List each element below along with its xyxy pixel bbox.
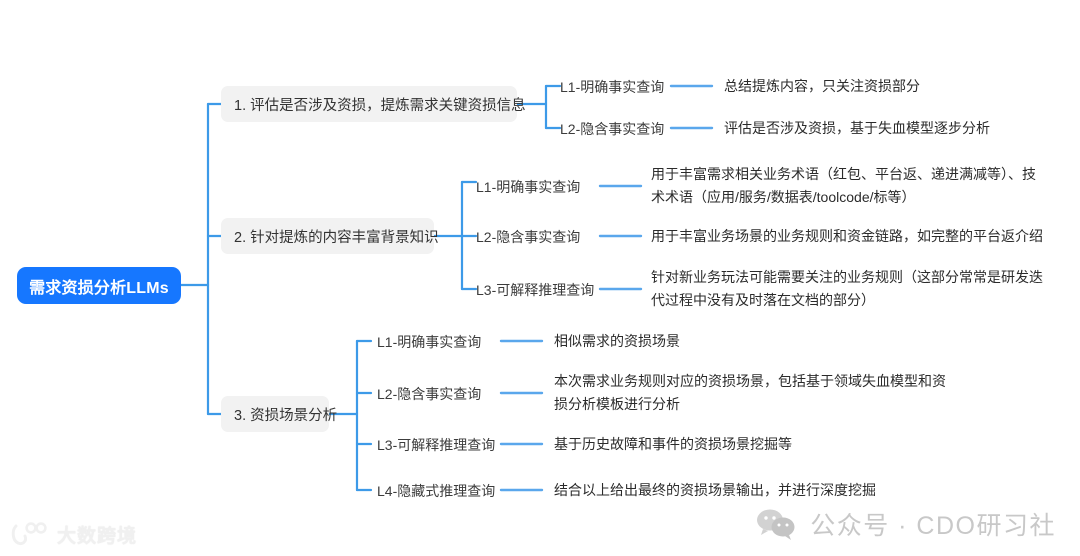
watermark-right-text: 公众号 · CDO研习社 xyxy=(810,512,1056,540)
leaf-desc-1-2: 评估是否涉及资损，基于失血模型逐步分析 xyxy=(724,117,990,140)
leaf-label-2-2[interactable]: L2-隐含事实查询 xyxy=(476,230,580,244)
branch-node-2-label: 2. 针对提炼的内容丰富背景知识 xyxy=(234,229,439,246)
leaf-desc-2-3-line-1: 针对新业务玩法可能需要关注的业务规则（这部分常常是研发迭 xyxy=(651,269,1043,285)
leaf-label-3-4-text: L4-隐藏式推理查询 xyxy=(377,483,496,499)
leaf-desc-3-1-line-1: 相似需求的资损场景 xyxy=(554,333,680,349)
leaf-label-1-1[interactable]: L1-明确事实查询 xyxy=(560,80,664,94)
branch-node-2[interactable]: 2. 针对提炼的内容丰富背景知识 xyxy=(221,218,439,254)
leaf-label-3-3-text: L3-可解释推理查询 xyxy=(377,437,496,453)
leaf-desc-2-2: 用于丰富业务场景的业务规则和资金链路，如完整的平台返介绍 xyxy=(651,225,1043,248)
leaf-desc-2-3-line-2: 代过程中没有及时落在文档的部分） xyxy=(651,292,875,308)
leaf-desc-3-1: 相似需求的资损场景 xyxy=(554,330,680,353)
leaf-label-1-1-text: L1-明确事实查询 xyxy=(560,79,665,95)
leaf-desc-2-2-line-1: 用于丰富业务场景的业务规则和资金链路，如完整的平台返介绍 xyxy=(651,228,1043,244)
branch-node-3[interactable]: 3. 资损场景分析 xyxy=(221,396,337,432)
leaf-label-3-2-text: L2-隐含事实查询 xyxy=(377,386,482,402)
leaf-desc-3-3-line-1: 基于历史故障和事件的资损场景挖掘等 xyxy=(554,436,792,452)
leaf-desc-3-4-line-1: 结合以上给出最终的资损场景输出，并进行深度挖掘 xyxy=(554,482,876,498)
leaf-label-2-1-text: L1-明确事实查询 xyxy=(476,179,581,195)
leaf-label-3-1[interactable]: L1-明确事实查询 xyxy=(377,335,481,349)
root-node-label: 需求资损分析LLMs xyxy=(29,279,169,297)
watermark-left-text: 大数跨境 xyxy=(57,525,138,547)
leaf-label-3-4[interactable]: L4-隐藏式推理查询 xyxy=(377,484,495,498)
leaf-desc-2-3: 针对新业务玩法可能需要关注的业务规则（这部分常常是研发迭 代过程中没有及时落在文… xyxy=(651,266,1043,312)
leaf-label-3-1-text: L1-明确事实查询 xyxy=(377,334,482,350)
branch-node-3-label: 3. 资损场景分析 xyxy=(234,407,338,424)
leaf-label-2-2-text: L2-隐含事实查询 xyxy=(476,229,581,245)
root-node[interactable]: 需求资损分析LLMs xyxy=(17,267,181,304)
leaf-label-1-2-text: L2-隐含事实查询 xyxy=(560,121,665,137)
leaf-label-3-3[interactable]: L3-可解释推理查询 xyxy=(377,438,495,452)
leaf-label-2-1[interactable]: L1-明确事实查询 xyxy=(476,180,580,194)
dashu-logo-icon xyxy=(11,522,47,545)
wechat-icon xyxy=(757,509,795,540)
leaf-desc-2-1: 用于丰富需求相关业务术语（红包、平台返、递进满减等）、技 术术语（应用/服务/数… xyxy=(651,163,1036,209)
watermark-right: 公众号 · CDO研习社 xyxy=(754,506,1056,542)
leaf-desc-1-1: 总结提炼内容，只关注资损部分 xyxy=(724,75,920,98)
leaf-desc-3-4: 结合以上给出最终的资损场景输出，并进行深度挖掘 xyxy=(554,479,876,502)
leaf-label-3-2[interactable]: L2-隐含事实查询 xyxy=(377,387,481,401)
leaf-desc-3-3: 基于历史故障和事件的资损场景挖掘等 xyxy=(554,433,792,456)
leaf-label-1-2[interactable]: L2-隐含事实查询 xyxy=(560,122,664,136)
leaf-desc-3-2: 本次需求业务规则对应的资损场景，包括基于领域失血模型和资 损分析模板进行分析 xyxy=(554,370,946,416)
leaf-desc-2-1-line-1: 用于丰富需求相关业务术语（红包、平台返、递进满减等）、技 xyxy=(651,166,1036,182)
leaf-label-2-3-text: L3-可解释推理查询 xyxy=(476,282,595,298)
leaf-label-2-3[interactable]: L3-可解释推理查询 xyxy=(476,283,594,297)
branch-node-1[interactable]: 1. 评估是否涉及资损，提炼需求关键资损信息 xyxy=(221,86,526,122)
leaf-desc-1-1-line-1: 总结提炼内容，只关注资损部分 xyxy=(724,78,920,94)
leaf-desc-3-2-line-2: 损分析模板进行分析 xyxy=(554,396,680,412)
leaf-desc-2-1-line-2: 术术语（应用/服务/数据表/toolcode/标等） xyxy=(651,189,916,205)
watermark-left: 大数跨境 xyxy=(10,520,137,548)
leaf-desc-1-2-line-1: 评估是否涉及资损，基于失血模型逐步分析 xyxy=(724,120,990,136)
leaf-desc-3-2-line-1: 本次需求业务规则对应的资损场景，包括基于领域失血模型和资 xyxy=(554,373,946,389)
branch-node-1-label: 1. 评估是否涉及资损，提炼需求关键资损信息 xyxy=(234,97,526,114)
